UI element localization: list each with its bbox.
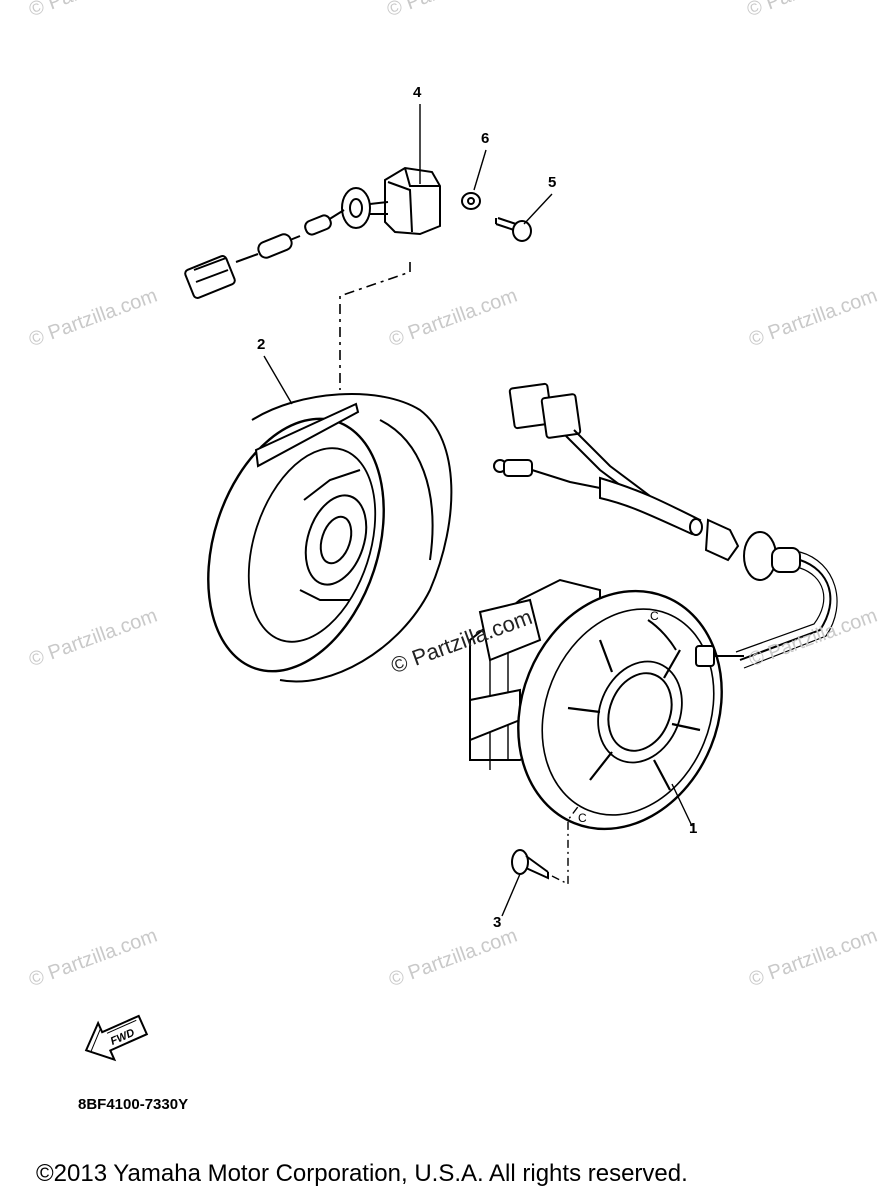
fwd-arrow-icon: FWD — [84, 1014, 149, 1062]
callout-5[interactable]: 5 — [548, 174, 557, 191]
diagram-part-code: 8BF4100-7330Y — [78, 1096, 189, 1113]
svg-text:C: C — [578, 811, 587, 825]
leader-6 — [473, 149, 487, 191]
part-1-stator[interactable]: C C — [469, 560, 757, 860]
callout-2[interactable]: 2 — [257, 336, 266, 353]
svg-text:C: C — [650, 609, 659, 623]
leader-3 — [501, 873, 521, 917]
callout-4[interactable]: 4 — [413, 84, 422, 101]
part-4-pickup-coil[interactable] — [184, 166, 441, 299]
leader-2 — [263, 355, 293, 405]
stator-wire-harness[interactable] — [493, 382, 838, 669]
alignment-line-4 — [339, 262, 411, 390]
alignment-line-3 — [551, 803, 581, 886]
callout-6[interactable]: 6 — [481, 130, 490, 147]
part-2-rotor[interactable] — [178, 392, 453, 694]
part-5-screw[interactable] — [495, 217, 532, 242]
callout-1[interactable]: 1 — [689, 820, 698, 837]
leader-5 — [523, 193, 553, 225]
copyright-notice: ©2013 Yamaha Motor Corporation, U.S.A. A… — [36, 1160, 688, 1187]
leader-1 — [671, 783, 693, 827]
part-6-washer[interactable] — [461, 192, 481, 210]
callout-3[interactable]: 3 — [493, 914, 502, 931]
